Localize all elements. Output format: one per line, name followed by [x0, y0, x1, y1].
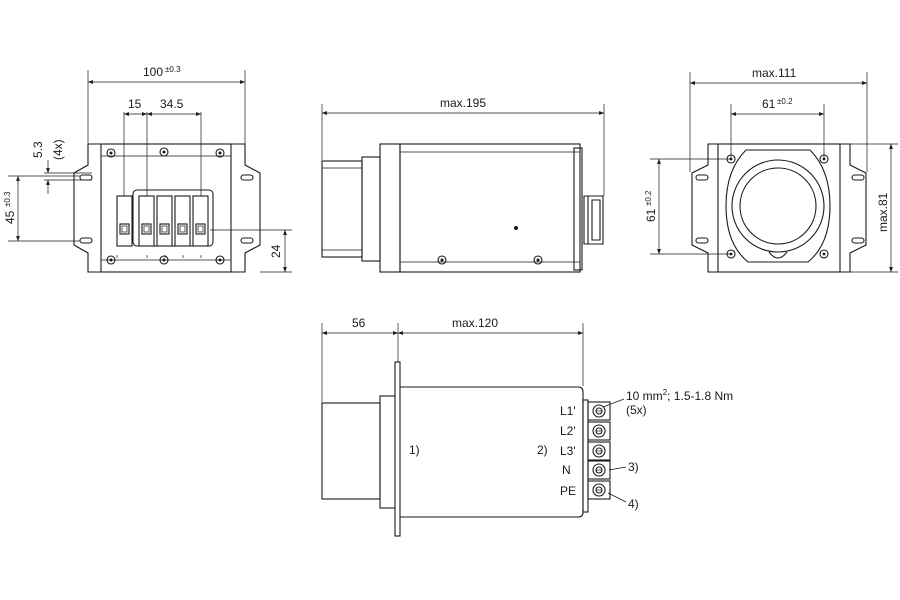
bottom-body: [400, 386, 584, 518]
width-dim-label: 100: [143, 65, 163, 79]
front-screw: [106, 148, 116, 158]
rear-opening-outer: [731, 159, 825, 253]
rear-width-dim-label: max.111: [752, 66, 797, 80]
terminal-block: [156, 195, 173, 247]
terminal-block-left: [116, 195, 133, 247]
pitch-dim-label-1: 15: [128, 97, 142, 111]
rear-opening-inner: [739, 167, 817, 245]
width-dim-tolerance: ±0.3: [165, 65, 181, 74]
rear-opening-housing: [725, 149, 831, 263]
depth-dim-label: 56: [352, 316, 366, 330]
terminal-block: [192, 195, 209, 247]
mount-slot: [240, 174, 254, 181]
side-rear-plate: [573, 147, 583, 271]
rear-pitch-h-tolerance: ±0.2: [777, 97, 793, 106]
terminal-label-n: N: [562, 463, 571, 477]
side-screw: [437, 255, 447, 265]
side-length-dim-label: max.195: [440, 96, 486, 110]
side-connector: [321, 160, 363, 258]
hole-dim-label: 5.3: [31, 141, 45, 158]
rear-opening-notch: [768, 251, 788, 259]
side-view: max.195: [321, 96, 605, 273]
front-body: [100, 143, 232, 273]
pitch-dim-label-2: 34.5: [160, 97, 184, 111]
bottom-terminal-l1: [587, 401, 611, 421]
bottom-terminal-l2: [587, 421, 611, 441]
front-screw: [215, 255, 225, 265]
front-screw: [106, 255, 116, 265]
mount-slot: [240, 237, 254, 244]
rear-pitch-v-label: 61: [644, 208, 658, 222]
rear-hole: [819, 249, 829, 259]
bottom-connector-ring: [379, 395, 397, 509]
front-flange-outline: [73, 143, 261, 273]
side-flange: [379, 143, 401, 273]
rear-pitch-v-tolerance: ±0.2: [644, 190, 653, 206]
mount-slot: [79, 237, 93, 244]
bottom-view: L1' L2' L3' N PE 1) 2) 10 mm2; 1.5-1.8 N…: [321, 316, 733, 537]
terminal-block: [138, 195, 155, 247]
rear-view: max.111 61 ±0.2 61 ±0.2 max.81: [644, 66, 898, 273]
bottom-terminal-l3: [587, 441, 611, 461]
height-dim-tolerance: ±0.3: [3, 191, 12, 207]
mount-slot: [695, 174, 709, 181]
hole-count-label: (4x): [51, 139, 65, 160]
rear-plate: [717, 143, 841, 273]
side-terminals: [583, 195, 604, 245]
side-indicator: [514, 226, 518, 230]
mount-slot: [851, 174, 865, 181]
side-connector-ring: [361, 156, 381, 262]
terminal-block: [174, 195, 191, 247]
terminal-label-l2: L2': [560, 424, 576, 438]
height-dim-label: 45: [3, 210, 17, 224]
rear-height-dim-label: max.81: [876, 192, 890, 232]
mount-slot: [851, 237, 865, 244]
front-view: 100 ±0.3 15 34.5 5.3 (4x) 45 ±0.3 24: [3, 65, 292, 273]
bottom-mount-plate: [394, 361, 401, 537]
terminal-label-pe: PE: [560, 484, 576, 498]
bottom-connector: [321, 402, 381, 500]
terminal-spec-label: 10 mm2; 1.5-1.8 Nm: [626, 388, 733, 403]
terminal-block-frame: [132, 189, 214, 247]
terminal-label-l1: L1': [560, 404, 576, 418]
bottom-terminal-pe: [587, 480, 611, 500]
terminal-label-l3: L3': [560, 444, 576, 458]
note-1-label: 1): [409, 443, 420, 457]
note-3-label: 3): [628, 460, 639, 474]
terminal-count-label: (5x): [626, 403, 647, 417]
side-screw: [533, 255, 543, 265]
front-screw: [159, 255, 169, 265]
front-screw: [159, 147, 169, 157]
side-body: [399, 143, 581, 273]
note-4-label: 4): [628, 497, 639, 511]
mount-slot: [695, 237, 709, 244]
bottom-terminal-n: [587, 460, 611, 480]
body-dim-label: max.120: [452, 316, 498, 330]
bottom-dim-label: 24: [269, 244, 283, 258]
mount-slot: [79, 174, 93, 181]
rear-pitch-h-label: 61: [762, 97, 776, 111]
front-screw: [215, 148, 225, 158]
note-2-label: 2): [537, 443, 548, 457]
bottom-terminal-strip: [582, 399, 589, 513]
